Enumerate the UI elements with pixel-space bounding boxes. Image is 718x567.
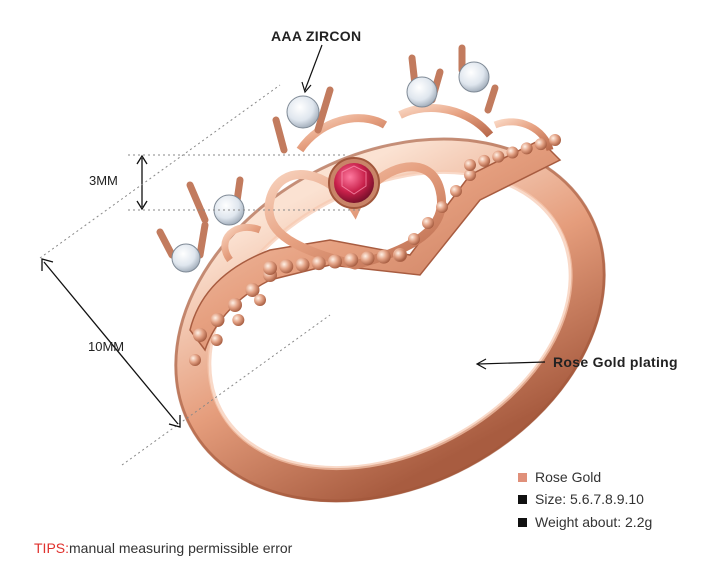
bead (295, 257, 310, 272)
bead (506, 146, 519, 159)
plating-label: Rose Gold plating (553, 354, 678, 370)
bead (210, 334, 223, 346)
tips-prefix: TIPS: (34, 540, 70, 556)
bead (422, 217, 434, 229)
bead (263, 261, 277, 275)
square-bullet-icon (518, 494, 527, 504)
bead (344, 252, 359, 267)
spec-color-text: Rose Gold (535, 469, 602, 485)
spec-weight-text: Weight about: 2.2g (535, 514, 653, 530)
bead (311, 256, 326, 271)
crown-body (189, 104, 562, 352)
bead (464, 159, 476, 171)
bead (436, 201, 448, 213)
bead (376, 249, 391, 264)
bead (464, 169, 476, 181)
plating-pointer (475, 358, 546, 370)
spec-weight: Weight about: 2.2g (518, 514, 652, 530)
square-bullet-icon (518, 472, 527, 482)
bead (450, 185, 462, 197)
bead (394, 249, 406, 261)
ruby-stone (328, 157, 380, 209)
bead (520, 142, 533, 155)
bead (189, 354, 201, 366)
bead-row (189, 134, 561, 366)
bead (245, 283, 260, 297)
width-label: 10MM (88, 339, 125, 354)
zircon-stone (286, 95, 320, 129)
zircon-pointer (301, 44, 323, 94)
bead (254, 294, 266, 306)
bead (228, 298, 242, 312)
bead (210, 313, 225, 327)
bead (492, 150, 505, 163)
zircon-label: AAA ZIRCON (271, 28, 362, 44)
spec-size-text: Size: 5.6.7.8.9.10 (535, 491, 644, 507)
height-label: 3MM (89, 173, 118, 188)
zircon-stone (171, 243, 201, 273)
ring-band (174, 137, 606, 503)
measure-3mm (128, 154, 360, 211)
bead (408, 233, 420, 245)
measure-10mm (39, 84, 331, 466)
spec-size: Size: 5.6.7.8.9.10 (518, 491, 644, 507)
bead (478, 154, 491, 167)
bead (232, 314, 245, 326)
bead (360, 251, 375, 266)
bead (328, 254, 342, 269)
tips-note: TIPS:manual measuring permissible error (34, 540, 292, 556)
zircon-stones (171, 61, 490, 273)
bead (549, 134, 561, 146)
zircon-stone (458, 61, 490, 93)
bead (279, 259, 294, 274)
square-bullet-icon (518, 517, 527, 527)
bead (193, 328, 207, 342)
tips-text: manual measuring permissible error (69, 540, 293, 556)
bead (534, 138, 547, 151)
spec-color: Rose Gold (518, 469, 601, 485)
zircon-stone (406, 76, 438, 108)
